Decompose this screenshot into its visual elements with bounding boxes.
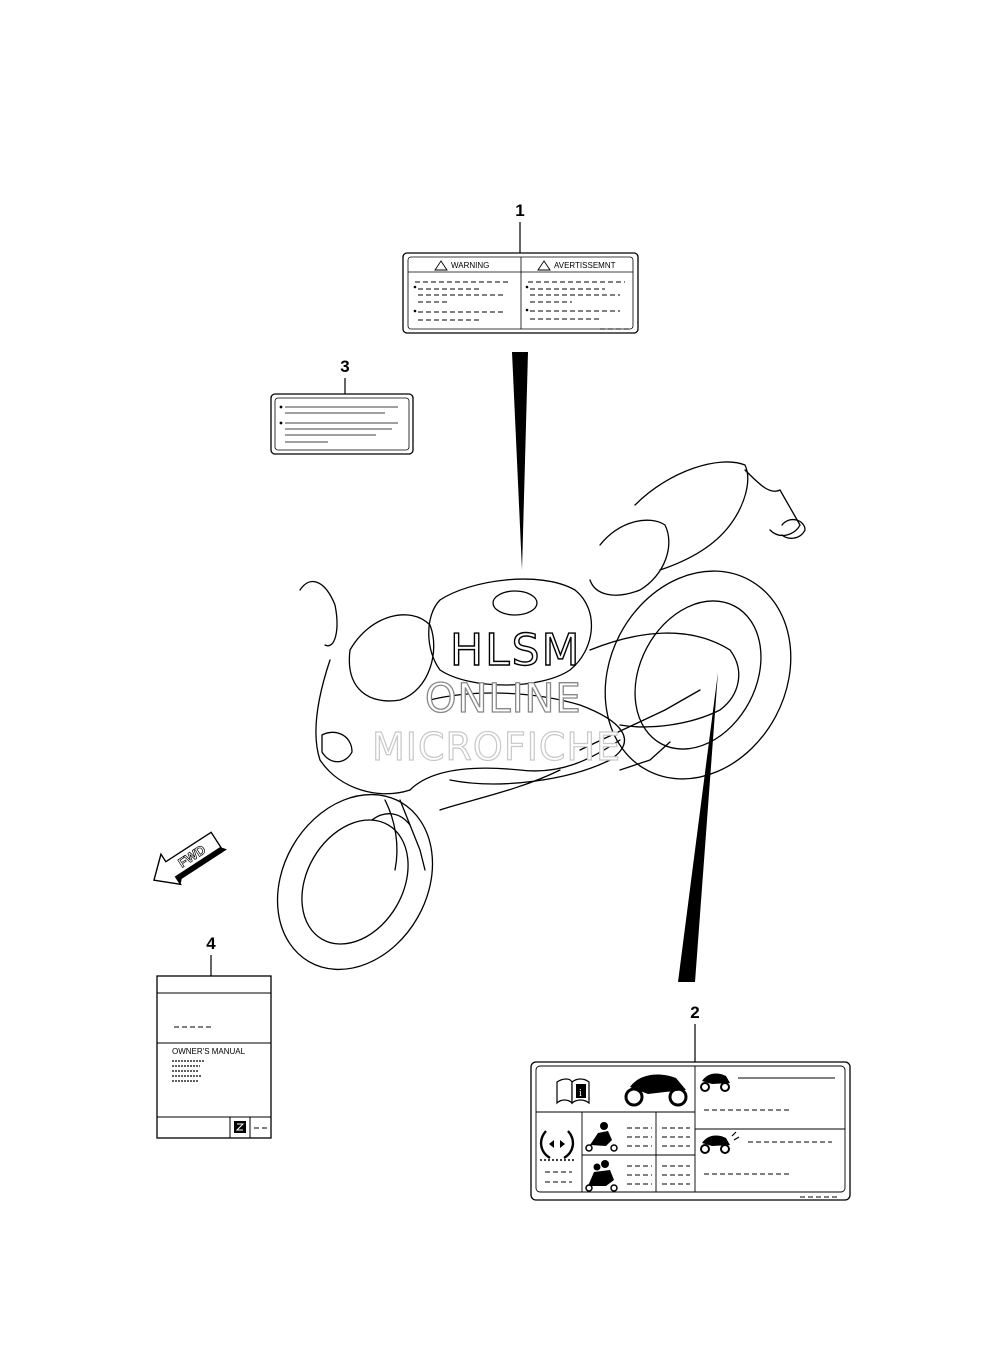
callout-1: 1 xyxy=(515,201,524,220)
motorcycle-outline-icon xyxy=(276,461,806,971)
fwd-arrow-icon: FWD xyxy=(153,831,228,886)
small-motorcycle-icon-2 xyxy=(700,1131,740,1154)
owners-manual: OWNER'S MANUAL xyxy=(156,975,272,1139)
label1-right-heading: AVERTISSEMNT xyxy=(554,261,616,270)
warning-triangle-icon-right xyxy=(537,260,551,271)
leader-wedge-2 xyxy=(678,672,718,982)
svg-text:i: i xyxy=(579,1088,582,1099)
book-info-icon: i xyxy=(556,1078,590,1105)
motorcycle-side-icon xyxy=(624,1074,688,1107)
small-motorcycle-icon xyxy=(700,1073,730,1092)
rider-icon xyxy=(585,1122,618,1152)
watermark-line-1: HLSM xyxy=(450,625,582,676)
callout-2: 2 xyxy=(690,1003,699,1022)
tire-info-label: i xyxy=(530,1061,851,1201)
warning-triangle-icon xyxy=(434,260,448,271)
owners-manual-text: OWNER'S MANUAL xyxy=(172,1047,246,1056)
watermark-line-2: ONLINE xyxy=(425,676,582,722)
tire-pressure-icon xyxy=(539,1130,575,1161)
rider-passenger-icon xyxy=(585,1160,618,1192)
watermark-line-3: MICROFICHE xyxy=(372,725,621,769)
callout-4: 4 xyxy=(206,934,216,953)
leader-wedge-1 xyxy=(512,352,528,570)
label1-left-heading: WARNING xyxy=(451,261,489,270)
callout-3: 3 xyxy=(340,357,349,376)
warning-label: WARNING AVERTISSEMNT xyxy=(402,252,639,334)
info-label xyxy=(270,393,414,455)
watermark: HLSM ONLINE MICROFICHE xyxy=(371,624,621,769)
